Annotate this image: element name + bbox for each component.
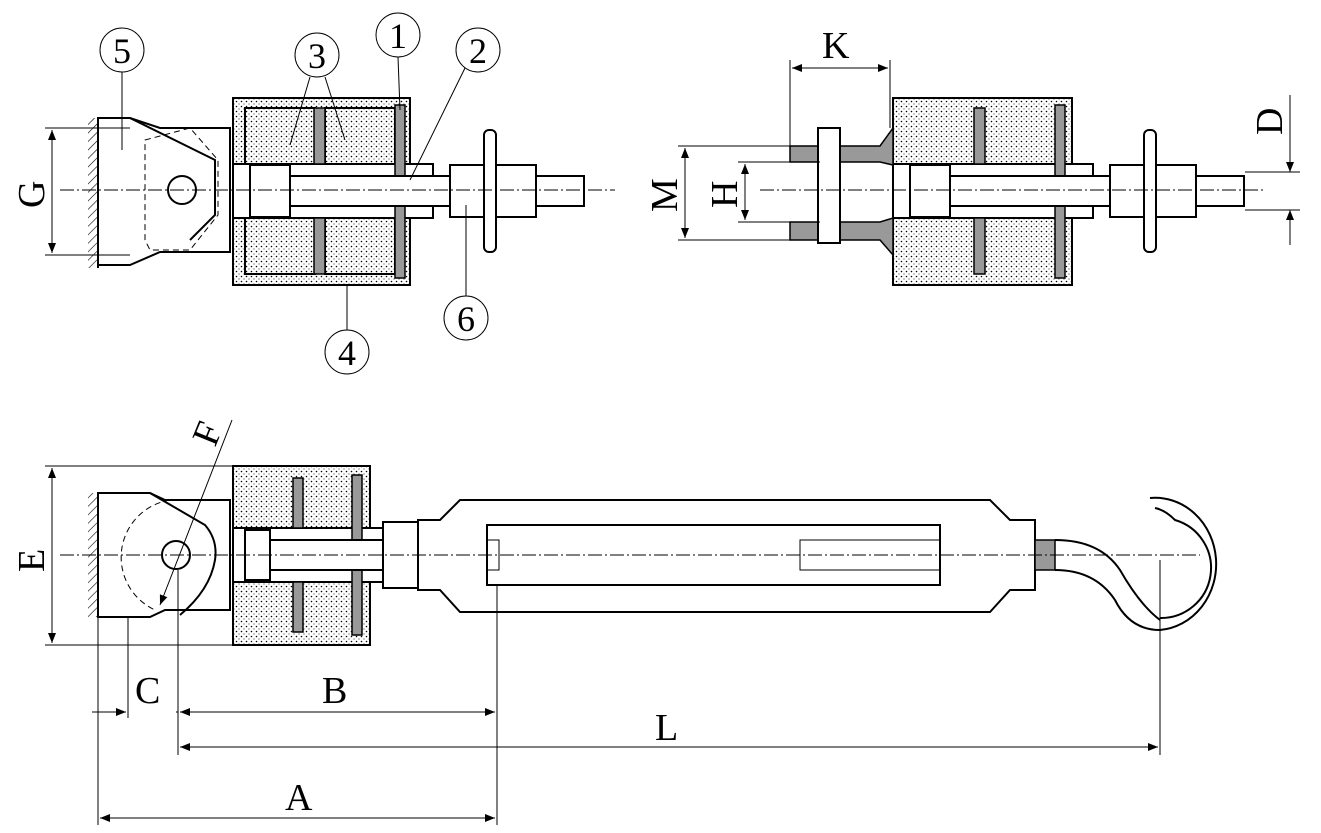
dim-M: M (644, 178, 686, 212)
svg-text:2: 2 (469, 31, 487, 71)
pin (817, 127, 841, 244)
dim-H: H (704, 181, 746, 208)
svg-text:1: 1 (389, 16, 407, 56)
callout-2: 2 (409, 27, 501, 181)
dim-K: K (822, 25, 850, 67)
callout-1: 1 (375, 12, 421, 111)
dim-B: B (322, 670, 347, 712)
svg-text:6: 6 (457, 299, 475, 339)
dim-A: A (285, 777, 313, 819)
dim-F: F (184, 416, 231, 451)
fitting-5 (97, 117, 231, 266)
callout-6: 6 (443, 205, 489, 341)
dim-E: E (11, 549, 53, 572)
dim-D: D (1249, 108, 1291, 135)
hook (1149, 496, 1218, 631)
callout-5: 5 (99, 27, 145, 150)
bracket-plate (789, 125, 894, 166)
nut-6 (449, 164, 486, 218)
dim-L: L (655, 707, 678, 749)
svg-text:4: 4 (338, 333, 356, 373)
callout-3: 3 (289, 32, 346, 146)
washer (483, 129, 497, 253)
bottom-view: E F C B L A (11, 416, 1218, 825)
callout-4: 4 (324, 285, 370, 375)
svg-text:5: 5 (113, 31, 131, 71)
top-right-view: K M H D (644, 25, 1300, 286)
hook-shank (1054, 539, 1161, 631)
svg-text:3: 3 (308, 36, 326, 76)
wall-hatch (88, 118, 98, 268)
dim-G: G (11, 181, 53, 208)
dim-C: C (135, 670, 160, 712)
top-left-view: G 5 3 1 2 6 4 (11, 12, 615, 375)
